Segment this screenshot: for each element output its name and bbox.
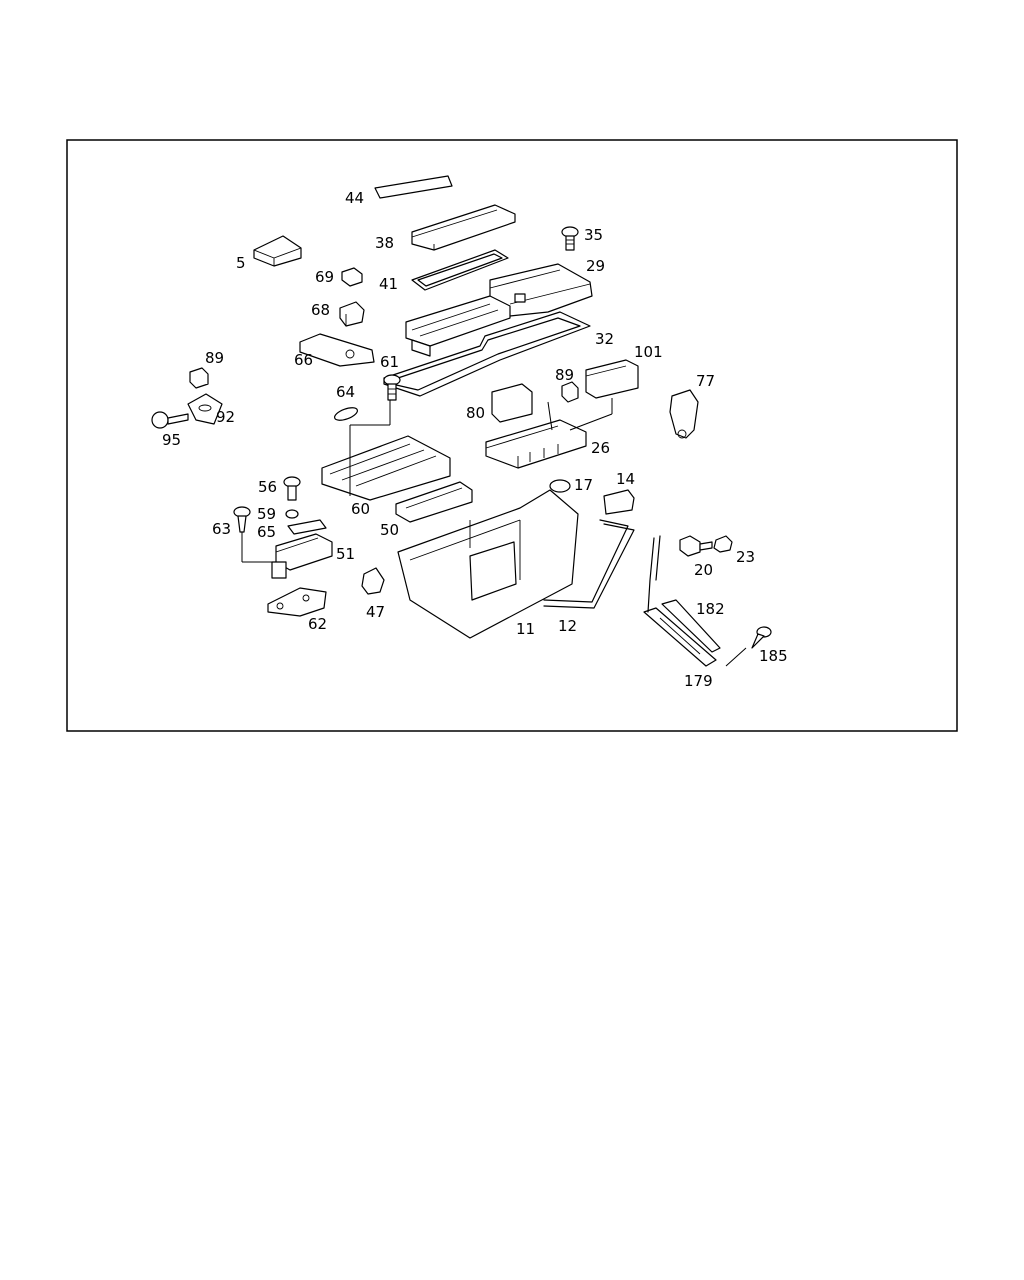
part-77-connector	[669, 389, 699, 439]
part-63-screw	[233, 506, 251, 533]
callout-41: 41	[379, 275, 398, 293]
part-62-bracket	[267, 587, 327, 617]
callout-63: 63	[212, 520, 231, 538]
callouts: 44 38 35 5 69 41 29 68 32 66 61 101 89 8…	[162, 189, 788, 690]
callout-66: 66	[294, 351, 313, 369]
callout-61: 61	[380, 353, 399, 371]
callout-56: 56	[258, 478, 277, 496]
part-56-screw	[283, 476, 301, 501]
part-14-plug	[603, 489, 635, 515]
callout-23: 23	[736, 548, 755, 566]
callout-38: 38	[375, 234, 394, 252]
callout-26: 26	[591, 439, 610, 457]
part-101-relay	[585, 359, 639, 399]
part-38-cover	[411, 204, 516, 251]
callout-35: 35	[584, 226, 603, 244]
callout-14: 14	[616, 470, 635, 488]
part-35-screw	[561, 226, 579, 251]
part-89-relay-left	[189, 367, 209, 389]
callout-89-left: 89	[205, 349, 224, 367]
part-92-bracket	[187, 393, 223, 425]
part-44-label-sheet	[374, 175, 453, 199]
part-68-connector	[339, 301, 365, 327]
callout-77: 77	[696, 372, 715, 390]
part-65-plate	[287, 519, 327, 535]
callout-62: 62	[308, 615, 327, 633]
callout-64: 64	[336, 383, 355, 401]
part-179-harness	[643, 535, 717, 667]
callout-101: 101	[634, 343, 663, 361]
callout-182: 182	[696, 600, 725, 618]
part-66-plate	[299, 333, 375, 367]
part-41-gasket	[411, 249, 509, 291]
callout-80: 80	[466, 404, 485, 422]
part-69-small-relay	[341, 267, 363, 287]
callout-95: 95	[162, 431, 181, 449]
diagram-frame	[66, 139, 958, 732]
callout-65: 65	[257, 523, 276, 541]
callout-60: 60	[351, 500, 370, 518]
callout-59: 59	[257, 505, 276, 523]
part-182-bracket	[661, 599, 721, 653]
part-60-fuse-block	[321, 435, 451, 501]
callout-69: 69	[315, 268, 334, 286]
part-5-bracket	[253, 235, 302, 267]
callout-44: 44	[345, 189, 364, 207]
part-185-screw	[751, 626, 772, 649]
part-12-tubes	[543, 519, 635, 609]
leader-lines	[241, 398, 747, 667]
callout-92: 92	[216, 408, 235, 426]
part-fuse-frame	[405, 295, 511, 357]
callout-17: 17	[574, 476, 593, 494]
callout-20: 20	[694, 561, 713, 579]
callout-51: 51	[336, 545, 355, 563]
part-17-grommet	[549, 479, 571, 493]
part-95-screw	[151, 411, 189, 429]
callout-12: 12	[558, 617, 577, 635]
part-61-screw	[383, 374, 401, 401]
part-23-nut	[713, 535, 733, 553]
part-50-fuse-strip	[395, 481, 473, 523]
callout-185: 185	[759, 647, 788, 665]
callout-68: 68	[311, 301, 330, 319]
callout-5: 5	[236, 254, 246, 272]
part-47-connector	[361, 567, 385, 595]
part-64-bulb	[333, 407, 359, 421]
callout-32: 32	[595, 330, 614, 348]
part-59-washer	[285, 509, 299, 519]
part-20-bolt	[679, 535, 713, 557]
callout-29: 29	[586, 257, 605, 275]
callout-11: 11	[516, 620, 535, 638]
part-26-relay-carrier	[485, 419, 587, 469]
callout-50: 50	[380, 521, 399, 539]
callout-47: 47	[366, 603, 385, 621]
part-51-module	[271, 533, 333, 579]
callout-179: 179	[684, 672, 713, 690]
callout-89-right: 89	[555, 366, 574, 384]
part-89-relay-right	[561, 381, 579, 403]
part-80-relay	[491, 383, 533, 423]
part-11-lower-housing	[397, 489, 579, 639]
